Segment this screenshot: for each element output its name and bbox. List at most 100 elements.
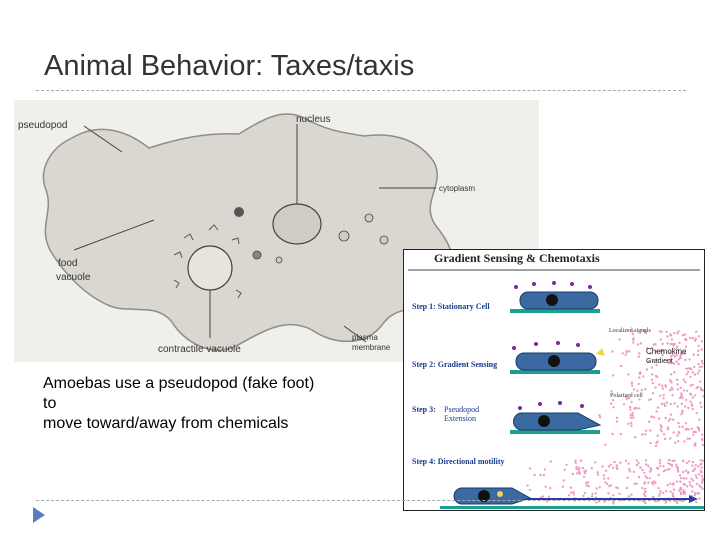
chemokine-dot <box>664 404 667 408</box>
chemokine-dot <box>649 467 652 470</box>
note-chemokine: Chemokine <box>646 347 687 356</box>
chemokine-dot <box>674 441 677 444</box>
chemokine-dot <box>677 440 680 443</box>
label-membrane: membrane <box>352 343 391 352</box>
chemokine-dot <box>549 460 552 463</box>
chemokine-dot <box>679 476 683 480</box>
chemokine-dot <box>684 405 687 408</box>
step-2-label: Step 2: Gradient Sensing <box>412 360 497 369</box>
chemokine-dot <box>660 430 663 433</box>
chemokine-dot <box>590 467 593 470</box>
chemokine-dot <box>691 396 695 399</box>
chemokine-dot <box>700 466 703 469</box>
chemokine-dot <box>700 359 704 363</box>
chemokine-dot <box>698 484 701 487</box>
chemokine-dot <box>637 355 640 358</box>
chemokine-dot <box>700 405 703 409</box>
chemokine-dot <box>627 495 631 498</box>
chemokine-dot <box>694 337 697 340</box>
label-plasma: plasma <box>352 333 378 342</box>
chemokine-dot <box>629 416 633 419</box>
chemokine-dot <box>615 465 618 469</box>
chemokine-dot <box>699 469 703 473</box>
chemokine-dot <box>671 388 674 391</box>
chemokine-dot <box>670 362 673 365</box>
chemokine-dot <box>666 468 669 471</box>
chemokine-dot <box>695 476 698 479</box>
chemokine-dot <box>684 381 687 384</box>
chemokine-dot <box>638 398 641 401</box>
body-line-2: to <box>43 395 57 412</box>
chemokine-dot <box>618 492 621 495</box>
chemokine-dot <box>673 488 676 491</box>
chemokine-dot <box>684 469 688 472</box>
chemokine-dot <box>693 430 697 433</box>
chemokine-dot <box>606 482 609 486</box>
chemokine-dot <box>666 428 669 431</box>
bottom-divider <box>36 500 686 501</box>
chemokine-dot <box>635 407 639 410</box>
chemokine-dot <box>701 438 704 442</box>
chemokine-dot <box>612 494 615 497</box>
chemokine-dot <box>663 437 667 441</box>
chemokine-dot <box>662 465 665 468</box>
chemokine-dot <box>685 389 689 392</box>
chemokine-dot <box>641 486 644 490</box>
chemokine-dot <box>686 370 690 374</box>
chemokine-dot <box>685 461 688 465</box>
chemokine-dot <box>630 381 633 385</box>
chemokine-dot <box>692 433 695 437</box>
chemokine-dot <box>645 476 648 480</box>
chemokine-dot <box>690 404 694 407</box>
chemokine-dot <box>680 351 684 355</box>
chemokine-dot <box>676 345 679 348</box>
chemokine-dot <box>699 486 703 489</box>
chemokine-dot <box>616 467 619 471</box>
chemotaxis-svg: Gradient Sensing & Chemotaxis Step 1: St… <box>408 251 705 509</box>
chemokine-dot <box>668 467 671 471</box>
chemokine-dot <box>649 441 652 445</box>
chemokine-dot <box>619 432 622 436</box>
chemokine-dot <box>526 484 529 487</box>
chemokine-dot <box>632 341 635 344</box>
chemokine-dot <box>669 402 672 406</box>
chemokine-dot <box>665 490 668 493</box>
chemokine-dot <box>694 474 697 477</box>
chemokine-dot <box>686 485 689 488</box>
chemokine-dot <box>689 483 692 487</box>
chemokine-dot <box>667 458 671 462</box>
chemokine-dot <box>676 388 679 391</box>
chemokine-dot <box>604 481 607 484</box>
chemokine-dot <box>682 378 685 381</box>
chemokine-dot <box>672 347 675 350</box>
label-nucleus: nucleus <box>296 114 330 125</box>
chemokine-dot <box>577 468 580 471</box>
chemokine-dot <box>693 494 697 497</box>
chemokine-dot <box>679 488 682 491</box>
chemokine-dot <box>701 487 704 490</box>
chemokine-dot <box>541 495 545 498</box>
label-pseudopod: pseudopod <box>18 120 68 131</box>
chemokine-dot <box>675 360 678 363</box>
chemokine-dot <box>663 469 666 472</box>
chemokine-dot <box>690 477 693 480</box>
chemokine-dot <box>629 405 632 409</box>
cell-step-4 <box>453 487 532 505</box>
chemokine-dot <box>645 463 648 466</box>
cell-step-3 <box>513 412 602 431</box>
chemokine-dot <box>680 413 683 416</box>
chemokine-dot <box>624 353 627 356</box>
chemokine-dot <box>696 353 700 357</box>
chemokine-dot <box>662 491 665 495</box>
chemokine-dot <box>676 466 680 469</box>
chemokine-dot <box>547 495 551 498</box>
chemokine-dot <box>669 380 673 383</box>
chemokine-dot <box>691 490 694 493</box>
chemokine-dot <box>682 459 685 462</box>
chemokine-dot <box>687 428 690 431</box>
chemokine-dot <box>679 480 682 483</box>
chemokine-dot <box>631 384 634 387</box>
chemokine-dot <box>644 487 647 491</box>
chemokine-dot <box>644 387 647 391</box>
chemokine-dot <box>635 459 639 462</box>
